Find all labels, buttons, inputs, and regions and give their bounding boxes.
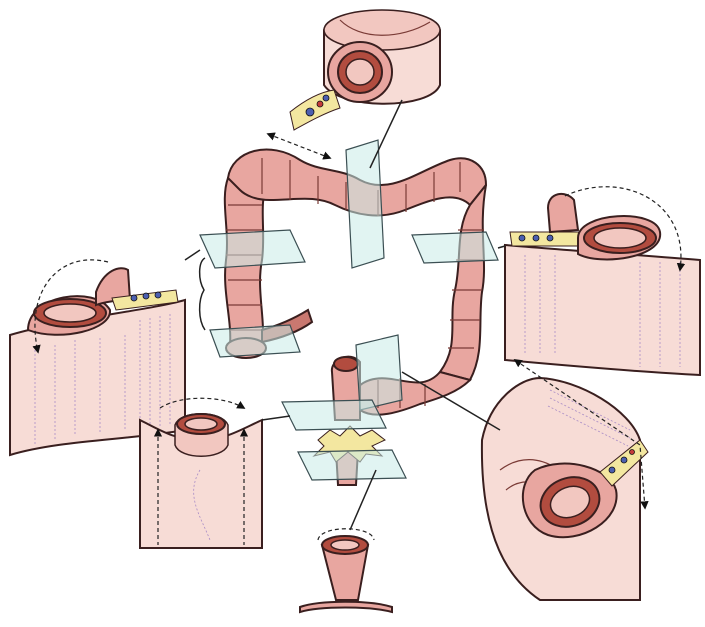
plane-ascending-lower	[210, 325, 300, 357]
plane-transverse	[346, 140, 384, 268]
leader-left	[185, 250, 200, 260]
section-descending-right	[505, 194, 700, 375]
leader-right	[498, 246, 505, 248]
brace	[200, 258, 205, 330]
section-ascending-left	[10, 268, 185, 455]
plane-rectum-upper	[282, 400, 386, 430]
section-transverse-top	[290, 10, 440, 130]
section-anal-canal	[300, 529, 392, 612]
transverse-mesentery	[290, 90, 340, 130]
leader-rectum-upper	[262, 416, 290, 420]
leader-top	[370, 100, 402, 168]
plane-descending	[412, 232, 498, 263]
section-sigmoid-right	[482, 378, 648, 600]
descending-colon	[440, 185, 486, 380]
plane-ascending-upper	[200, 230, 305, 268]
plane-sigmoid	[356, 335, 402, 410]
plane-rectum-lower	[298, 450, 406, 480]
